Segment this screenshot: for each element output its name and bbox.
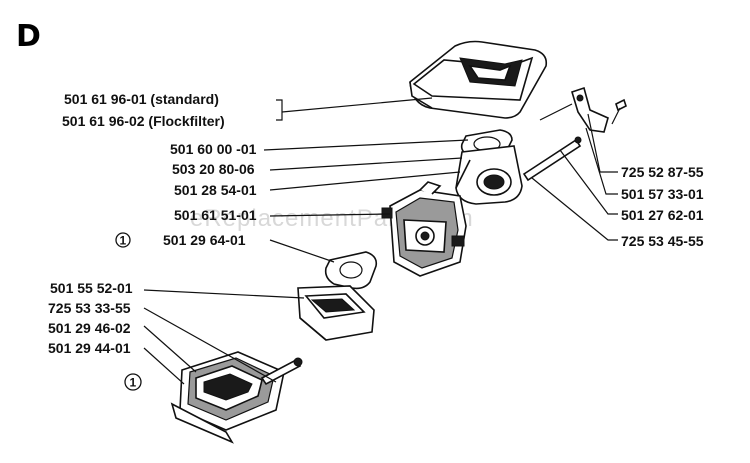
label-choke-rod: 501 27 62-01	[621, 207, 704, 223]
label-air-filter-standard: 501 61 96-01 (standard)	[64, 91, 219, 107]
label-intake-adapter: 503 20 80-06	[172, 161, 255, 177]
label-rod-screw: 725 53 45-55	[621, 233, 704, 249]
svg-text:1: 1	[120, 234, 127, 248]
carburetor-gasket-part	[324, 251, 378, 290]
label-carburetor-gasket: 501 29 64-01	[163, 232, 246, 248]
section-letter: D	[16, 19, 41, 54]
carburetor-part	[381, 181, 467, 277]
air-filter-part	[409, 40, 548, 119]
label-manifold-part: 501 29 46-02	[48, 320, 131, 336]
label-carburetor: 501 61 51-01	[174, 207, 257, 223]
label-screw: 725 53 33-55	[48, 300, 131, 316]
intake-boot-part	[297, 285, 375, 341]
screw-part	[260, 357, 303, 386]
label-filter-gasket: 501 60 00 -01	[170, 141, 257, 157]
part-labels: 501 61 96-01 (standard) 501 61 96-02 (Fl…	[48, 91, 704, 356]
choke-rod-part	[522, 136, 582, 182]
label-bracket-screw: 725 52 87-55	[621, 164, 704, 180]
label-intake-boot: 501 55 52-01	[50, 280, 133, 296]
callout-circle-2: 1	[124, 373, 142, 391]
label-bracket: 501 57 33-01	[621, 186, 704, 202]
label-intake-manifold: 501 29 44-01	[48, 340, 131, 356]
label-air-filter-flockfilter: 501 61 96-02 (Flockfilter)	[62, 113, 225, 129]
intake-adapter-part	[455, 145, 523, 205]
label-adapter-part: 501 28 54-01	[174, 182, 257, 198]
callout-circle-1: 1	[115, 232, 131, 248]
bracket-part	[571, 86, 627, 133]
svg-text:1: 1	[130, 376, 137, 390]
leader-lines	[143, 97, 618, 385]
